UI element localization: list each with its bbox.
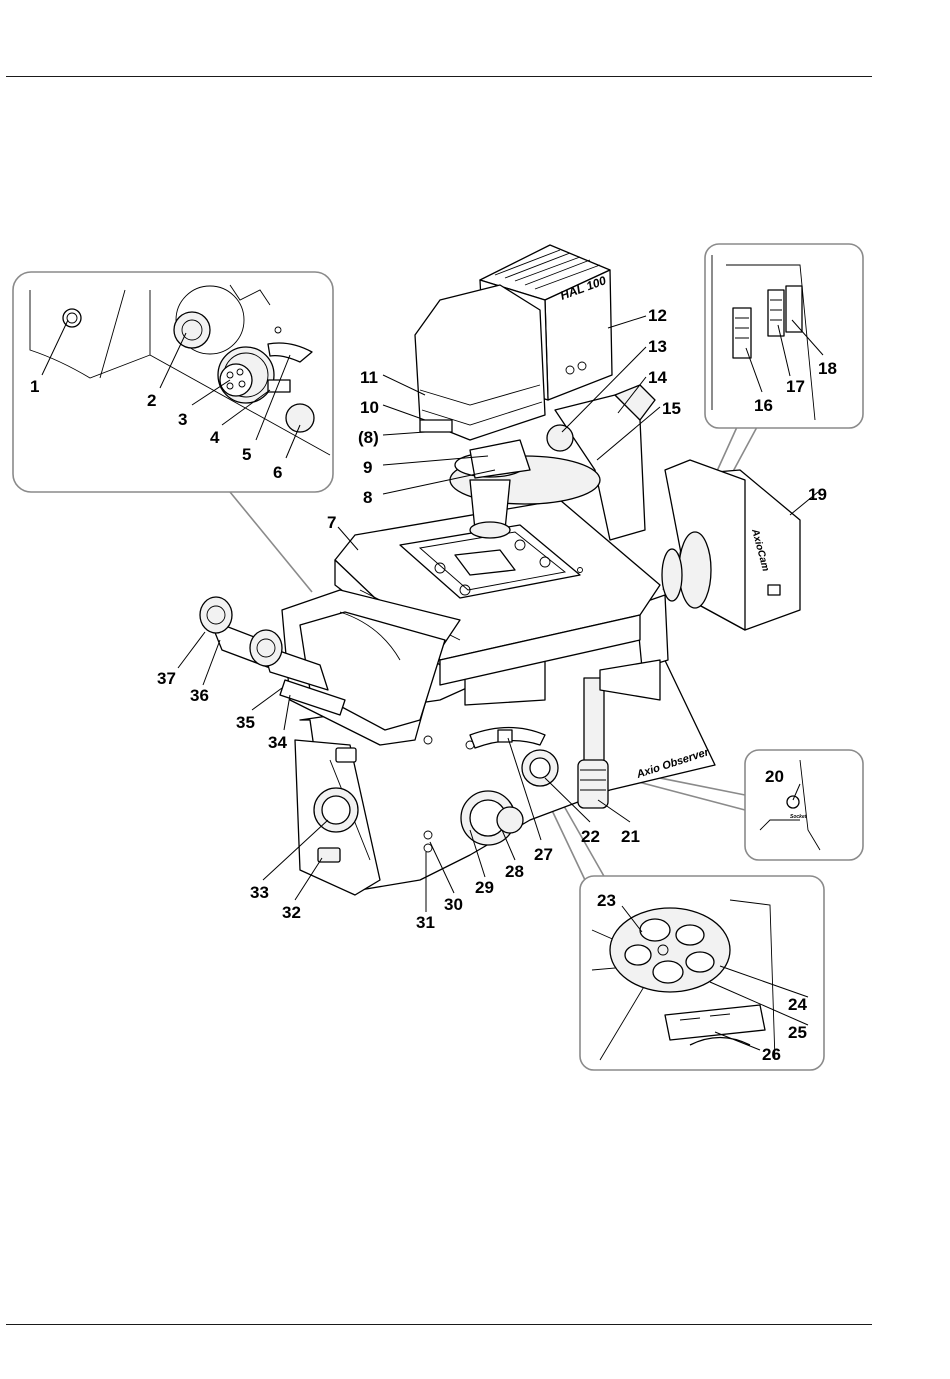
callout-label: 15 [662, 399, 681, 418]
callout-label: 20 [765, 767, 784, 786]
callout-label: 14 [648, 368, 667, 387]
callout-label: 29 [475, 878, 494, 897]
callout-label: 9 [363, 458, 372, 477]
callout-label: 10 [360, 398, 379, 417]
callout-label: 33 [250, 883, 269, 902]
callout-label: 22 [581, 827, 600, 846]
callout-label: 12 [648, 306, 667, 325]
microscope-top: HAL 100 [415, 245, 655, 540]
callout-label: 32 [282, 903, 301, 922]
callout-label: 18 [818, 359, 837, 378]
callout-label: 36 [190, 686, 209, 705]
callout-label: 8 [363, 488, 372, 507]
callout-label: 37 [157, 669, 176, 688]
callout-label: 25 [788, 1023, 807, 1042]
svg-text:Socket: Socket [790, 814, 807, 820]
callout-label: 16 [754, 396, 773, 415]
callout-label: 13 [648, 337, 667, 356]
callout-label: 5 [242, 445, 251, 464]
callout-label: 6 [273, 463, 282, 482]
callout-label: 35 [236, 713, 255, 732]
callout-label: (8) [358, 428, 379, 447]
callout-label: 17 [786, 377, 805, 396]
callout-label: 1 [30, 377, 39, 396]
callout-label: 19 [808, 485, 827, 504]
callout-label: 21 [621, 827, 640, 846]
callout-label: 30 [444, 895, 463, 914]
callout-label: 31 [416, 913, 435, 932]
callout-label: 27 [534, 845, 553, 864]
callout-label: 28 [505, 862, 524, 881]
callout-label: 11 [360, 368, 378, 387]
callout-label: 23 [597, 891, 616, 910]
callout-label: 34 [268, 733, 287, 752]
callout-label: 26 [762, 1045, 781, 1064]
inset-top-left [13, 272, 333, 592]
callout-label: 4 [210, 428, 220, 447]
callout-label: 24 [788, 995, 807, 1014]
callout-label: 7 [327, 513, 336, 532]
camera: AxioCam [662, 460, 800, 630]
callout-label: 2 [147, 391, 156, 410]
callout-label: 3 [178, 410, 187, 429]
